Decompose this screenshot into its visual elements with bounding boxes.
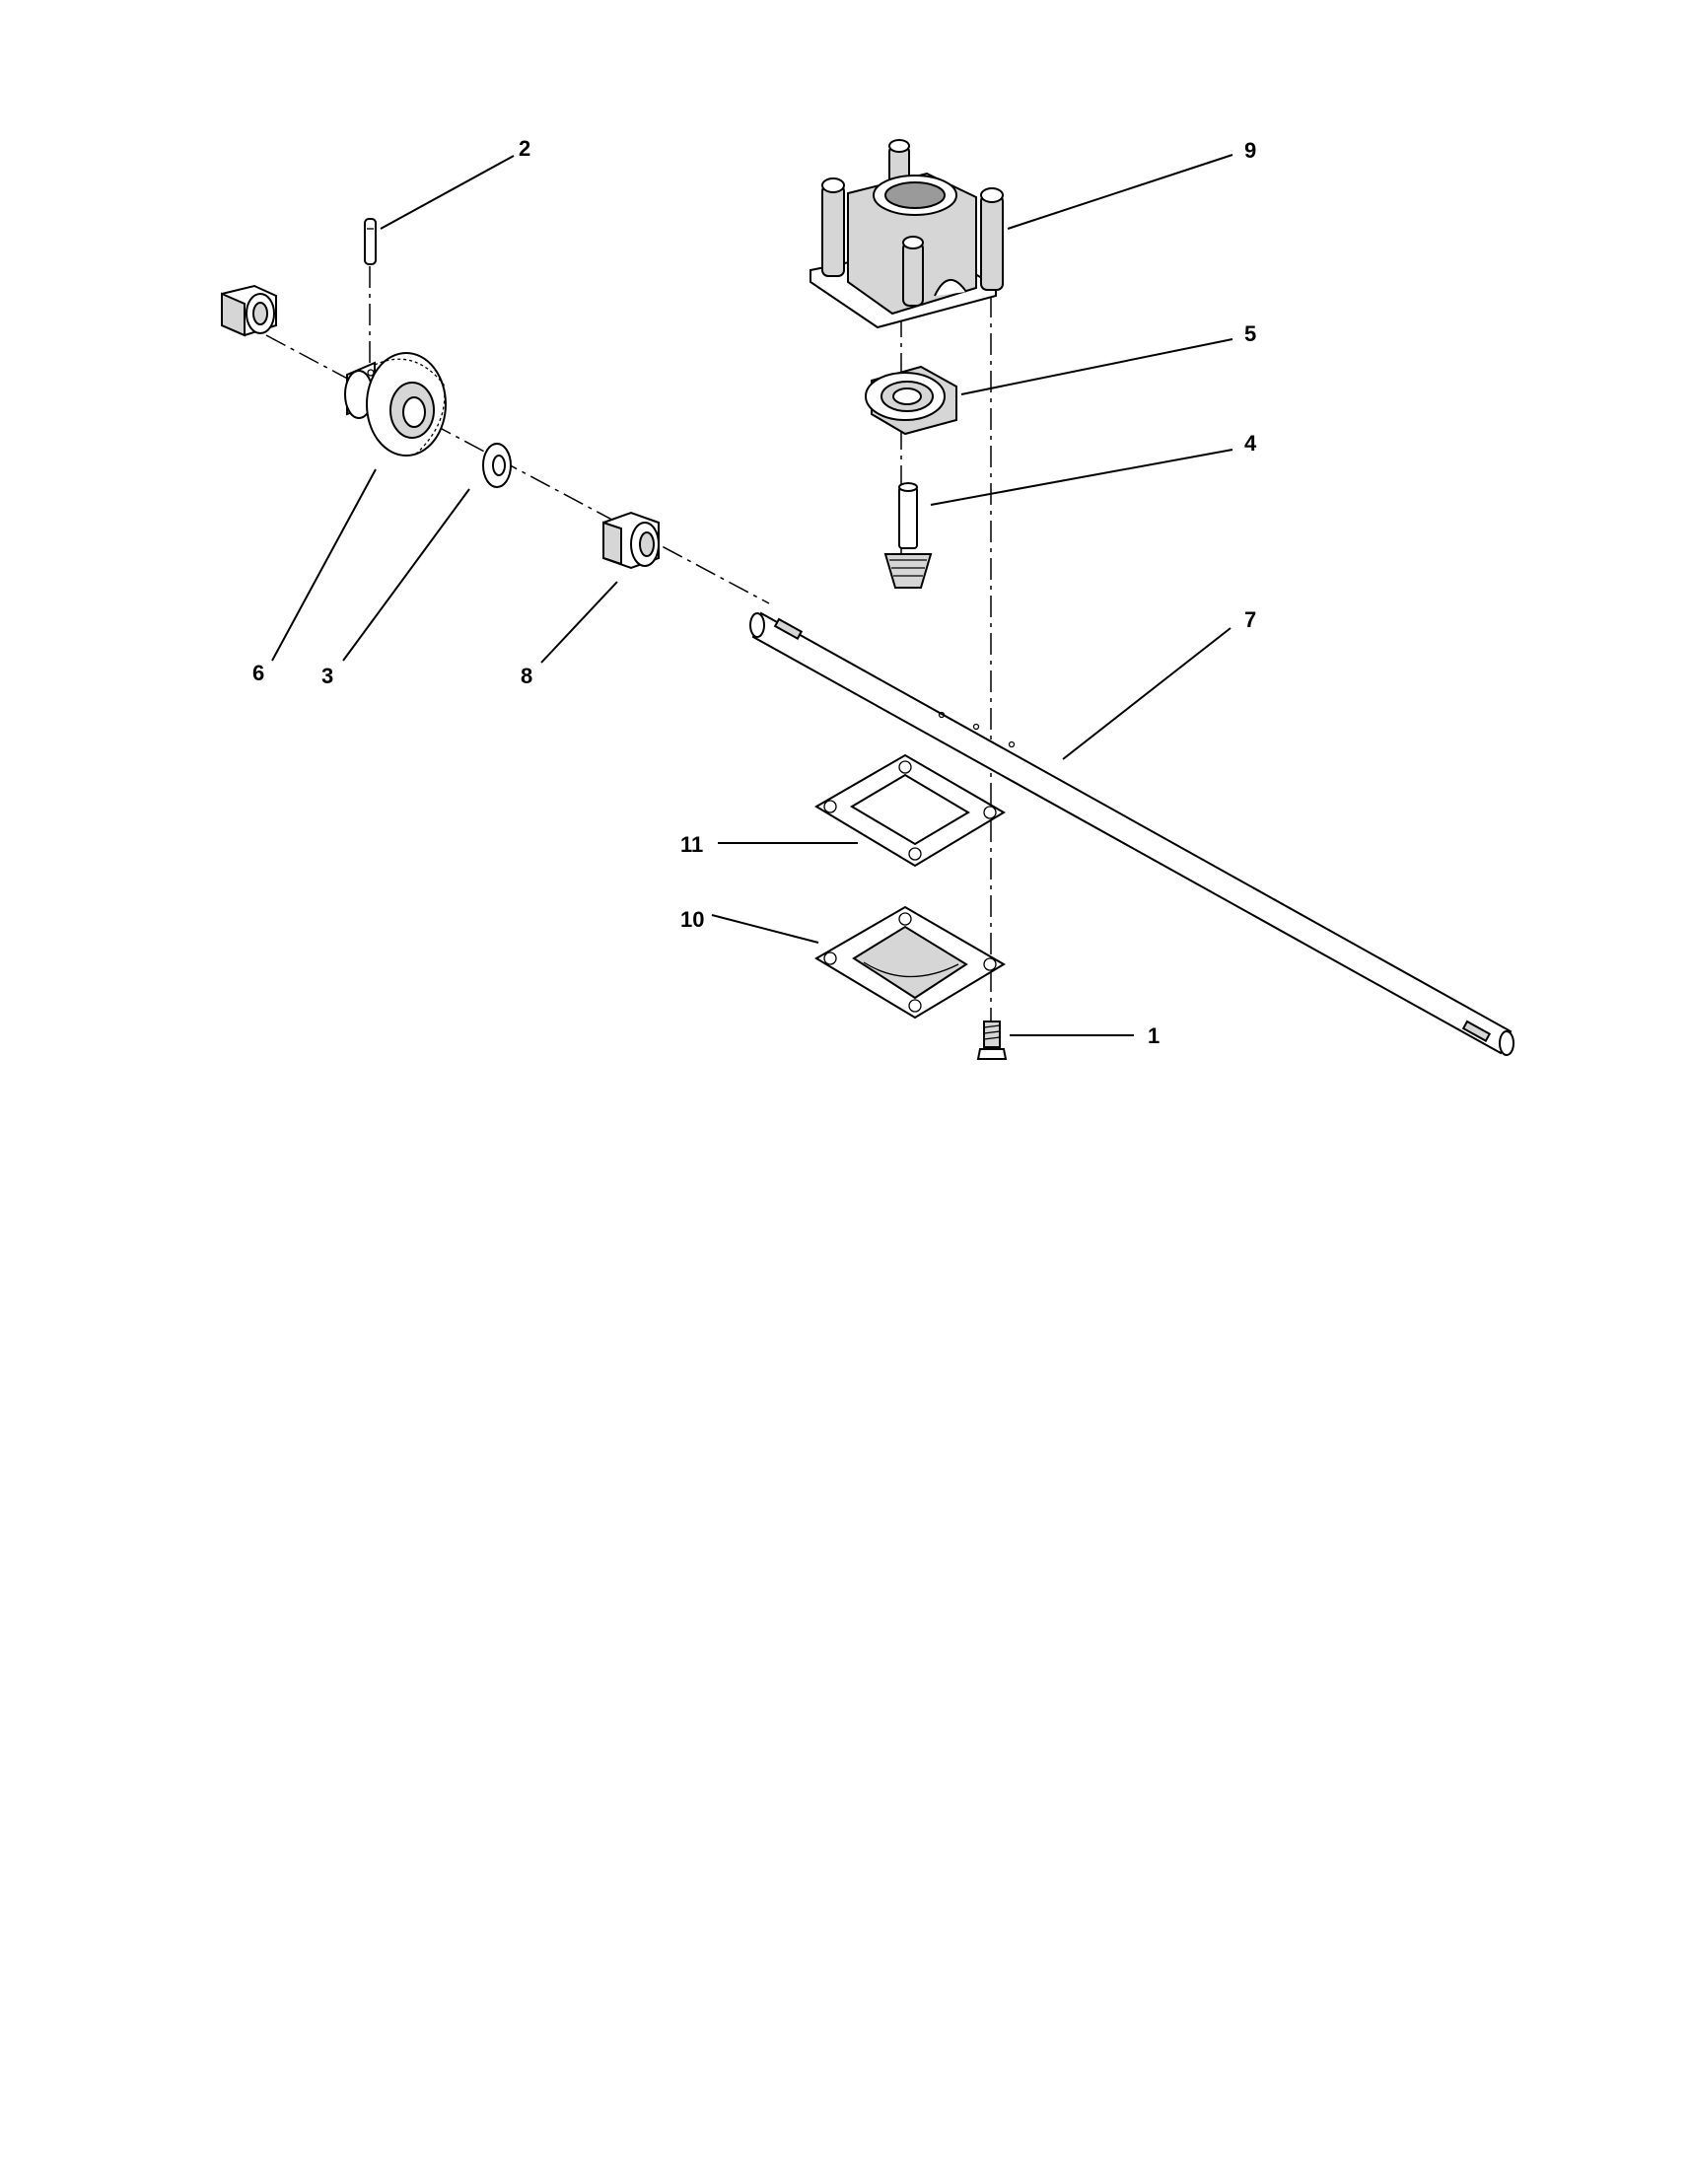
callout-8: 8: [521, 664, 532, 688]
callout-6: 6: [252, 661, 264, 685]
roll-pin: [364, 218, 377, 265]
left-bushing: [221, 284, 277, 337]
callout-4: 4: [1244, 431, 1257, 456]
callout-11: 11: [680, 832, 703, 857]
washer: [482, 443, 512, 488]
ball-bearing: [865, 365, 957, 436]
callout-3: 3: [321, 664, 333, 688]
callout-5: 5: [1244, 321, 1256, 346]
callout-9: 9: [1244, 138, 1256, 163]
callout-10: 10: [680, 907, 704, 932]
callout-1: 1: [1148, 1023, 1160, 1048]
gear-housing: [810, 139, 1004, 329]
leader-lines: [271, 154, 1233, 1036]
pinion-gear: [883, 482, 933, 589]
callout-7: 7: [1244, 607, 1256, 632]
callout-labels: 2 9 5 4 7 6 3 8 11 10 1: [252, 136, 1257, 1048]
right-bushing: [602, 511, 660, 570]
gear-sprocket: [344, 352, 447, 457]
drive-shaft: [749, 611, 1514, 1056]
gasket: [814, 753, 1006, 868]
hex-screw: [976, 1021, 1008, 1060]
callout-2: 2: [519, 136, 530, 161]
bottom-cover: [814, 905, 1006, 1020]
